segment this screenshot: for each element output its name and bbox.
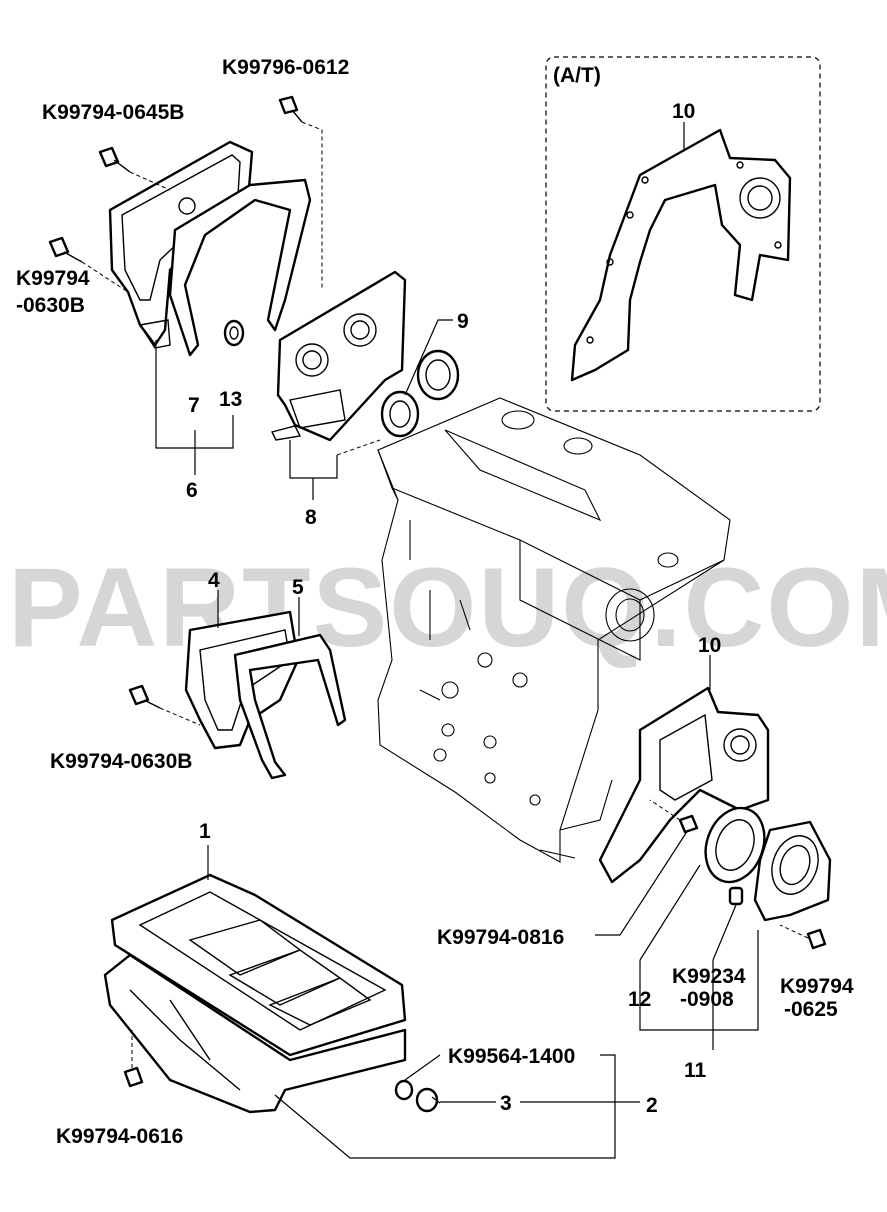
watermark: PARTSOUQ.COM xyxy=(8,545,887,670)
callout-2: 2 xyxy=(646,1094,658,1117)
label-0908: -0908 xyxy=(680,988,734,1011)
bolt-0816 xyxy=(649,799,699,834)
upper-cover-gasket xyxy=(168,178,312,357)
label-0625: -0625 xyxy=(784,998,838,1021)
label-k99796-0612: K99796-0612 xyxy=(222,56,349,79)
callout-12: 12 xyxy=(628,988,651,1011)
label-0630b-top: -0630B xyxy=(16,294,85,317)
callout-11: 11 xyxy=(684,1059,707,1082)
leader-12 xyxy=(639,864,701,961)
engine-block xyxy=(377,397,731,863)
bolt-0625 xyxy=(779,924,827,950)
callout-9: 9 xyxy=(457,310,469,333)
callout-13: 13 xyxy=(219,388,242,411)
callout-4: 4 xyxy=(208,569,220,592)
label-k99234: K99234 xyxy=(672,965,746,988)
at-variant-box xyxy=(545,56,821,412)
bolt-0616 xyxy=(123,1030,144,1088)
oil-pan-lower xyxy=(103,953,407,1114)
bolt-0630b-mid xyxy=(128,684,201,726)
callout-6: 6 xyxy=(186,479,198,502)
label-k99794-right: K99794 xyxy=(780,975,854,998)
drain-plug xyxy=(415,1087,441,1113)
rear-seal-pin xyxy=(728,886,744,906)
bolt-0630b-top xyxy=(48,236,129,293)
dash-8 xyxy=(336,439,381,456)
callout-8: 8 xyxy=(305,506,317,529)
label-k99794-0630b: K99794-0630B xyxy=(50,750,192,773)
label-k99564-1400: K99564-1400 xyxy=(448,1045,575,1068)
callout-10-mid: 10 xyxy=(698,634,721,657)
label-k99794-top: K99794 xyxy=(16,267,90,290)
rear-seal-housing xyxy=(753,820,832,922)
bolt-0612 xyxy=(278,95,323,290)
oil-seal-lower xyxy=(380,390,420,438)
at-variant-label: (A/T) xyxy=(553,64,601,87)
label-k99794-0645b: K99794-0645B xyxy=(42,101,184,124)
callout-10-top: 10 xyxy=(672,100,695,123)
upper-cover-seal-13 xyxy=(223,319,245,347)
leader-1400 xyxy=(404,1054,441,1081)
leader-8 xyxy=(289,440,338,479)
rear-plate-gasket-at xyxy=(570,128,792,382)
inner-timing-cover xyxy=(270,270,407,442)
label-k99794-0816: K99794-0816 xyxy=(437,926,564,949)
callout-1: 1 xyxy=(199,820,211,843)
lower-cover-gasket xyxy=(233,633,347,780)
leader-9 xyxy=(404,319,453,396)
rear-plate xyxy=(598,686,770,884)
leader-0816 xyxy=(595,829,689,936)
callout-3: 3 xyxy=(500,1092,512,1115)
bolt-0645b xyxy=(98,146,171,191)
leader-11 xyxy=(639,930,759,1031)
oil-seal-upper xyxy=(416,349,460,401)
callout-5: 5 xyxy=(292,576,304,599)
callout-7: 7 xyxy=(188,394,200,417)
drain-plug-washer xyxy=(394,1079,414,1101)
label-k99794-0616: K99794-0616 xyxy=(56,1125,183,1148)
leader-0908 xyxy=(712,904,737,961)
leader-2 xyxy=(274,1054,616,1159)
